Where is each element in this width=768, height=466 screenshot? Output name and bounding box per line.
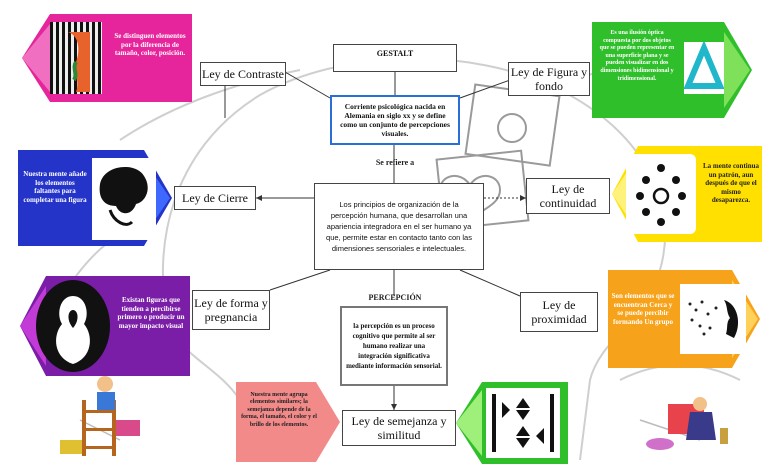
dots-face-icon (688, 300, 739, 338)
contraste-panel: Se distinguen elementos por la diferenci… (22, 14, 192, 102)
law-figura-fondo-label: Ley de Figura y fondo (510, 65, 588, 93)
law-semejanza-box: Ley de semejanza y similitud (342, 410, 456, 446)
cierre-image (92, 158, 156, 240)
semejanza-note: Nuestra mente agrupa elementos similares… (241, 392, 317, 428)
pink-arrow-shape (236, 382, 340, 462)
hands-face-icon (56, 296, 90, 364)
law-figura-fondo-box: Ley de Figura y fondo (508, 62, 590, 96)
semejanza-image-panel (456, 382, 568, 464)
proximidad-image (680, 284, 746, 354)
cierre-panel: Nuestra mente añade los elementos faltan… (18, 150, 172, 246)
figura-fondo-image (684, 42, 724, 94)
continuidad-image (626, 154, 696, 234)
circle-pattern-icon (636, 164, 686, 226)
law-forma-label: Ley de forma y pregnancia (194, 296, 268, 324)
definition-text: Corriente psicológica nacida en Alemania… (340, 102, 450, 138)
impossible-triangle-icon (684, 42, 724, 89)
law-proximidad-box: Ley de proximidad (520, 292, 598, 332)
percepcion-text: la percepción es un proceso cognitivo qu… (346, 322, 442, 370)
semejanza-image (486, 388, 560, 458)
forma-panel: Existan figuras que tienden a percibirse… (20, 276, 190, 376)
proximidad-note: Son elementos que se encuentran Cerca y … (611, 292, 675, 326)
gestalt-label: GESTALT (376, 49, 414, 58)
law-continuidad-label: Ley de continuidad (539, 182, 597, 210)
law-forma-box: Ley de forma y pregnancia (192, 290, 270, 330)
child-ladder-icon (60, 376, 140, 456)
forma-image (36, 280, 110, 372)
law-semejanza-label: Ley de semejanza y similitud (351, 414, 447, 442)
se-refiere-label: Se refiere a (375, 158, 415, 167)
triangles-pattern-icon (492, 394, 554, 452)
contraste-image (50, 22, 102, 94)
face-profile-icon (68, 32, 90, 92)
continuidad-note: La mente continua un patrón, aun después… (703, 162, 759, 204)
cierre-note: Nuestra mente añade los elementos faltan… (23, 170, 87, 204)
proximidad-panel: Son elementos que se encuentran Cerca y … (608, 270, 760, 368)
law-proximidad-label: Ley de proximidad (531, 298, 587, 326)
percepcion-box: la percepción es un proceso cognitivo qu… (340, 306, 448, 386)
semejanza-note-panel: Nuestra mente agrupa elementos similares… (236, 382, 340, 462)
figura-fondo-panel: Es una ilusión óptica compuesta por dos … (592, 22, 752, 118)
law-contraste-box: Ley de Contraste (200, 62, 286, 86)
silhouette-closure-icon (99, 166, 148, 226)
contraste-note: Se distinguen elementos por la diferenci… (114, 32, 186, 57)
law-cierre-label: Ley de Cierre (182, 191, 248, 205)
description-box: Los principios de organización de la per… (314, 183, 484, 270)
law-cierre-box: Ley de Cierre (174, 186, 256, 210)
figura-fondo-note: Es una ilusión óptica compuesta por dos … (599, 30, 675, 82)
percepcion-label: PERCEPCIÓN (368, 293, 422, 302)
law-continuidad-box: Ley de continuidad (526, 178, 610, 214)
description-text: Los principios de organización de la per… (326, 200, 472, 253)
gestalt-box: GESTALT (333, 44, 457, 72)
continuidad-panel: La mente continua un patrón, aun después… (612, 146, 762, 242)
law-contraste-label: Ley de Contraste (202, 67, 284, 81)
forma-note: Existan figuras que tienden a percibirse… (117, 296, 185, 330)
definition-box: Corriente psicológica nacida en Alemania… (330, 95, 460, 145)
girl-reading-icon (646, 397, 728, 450)
